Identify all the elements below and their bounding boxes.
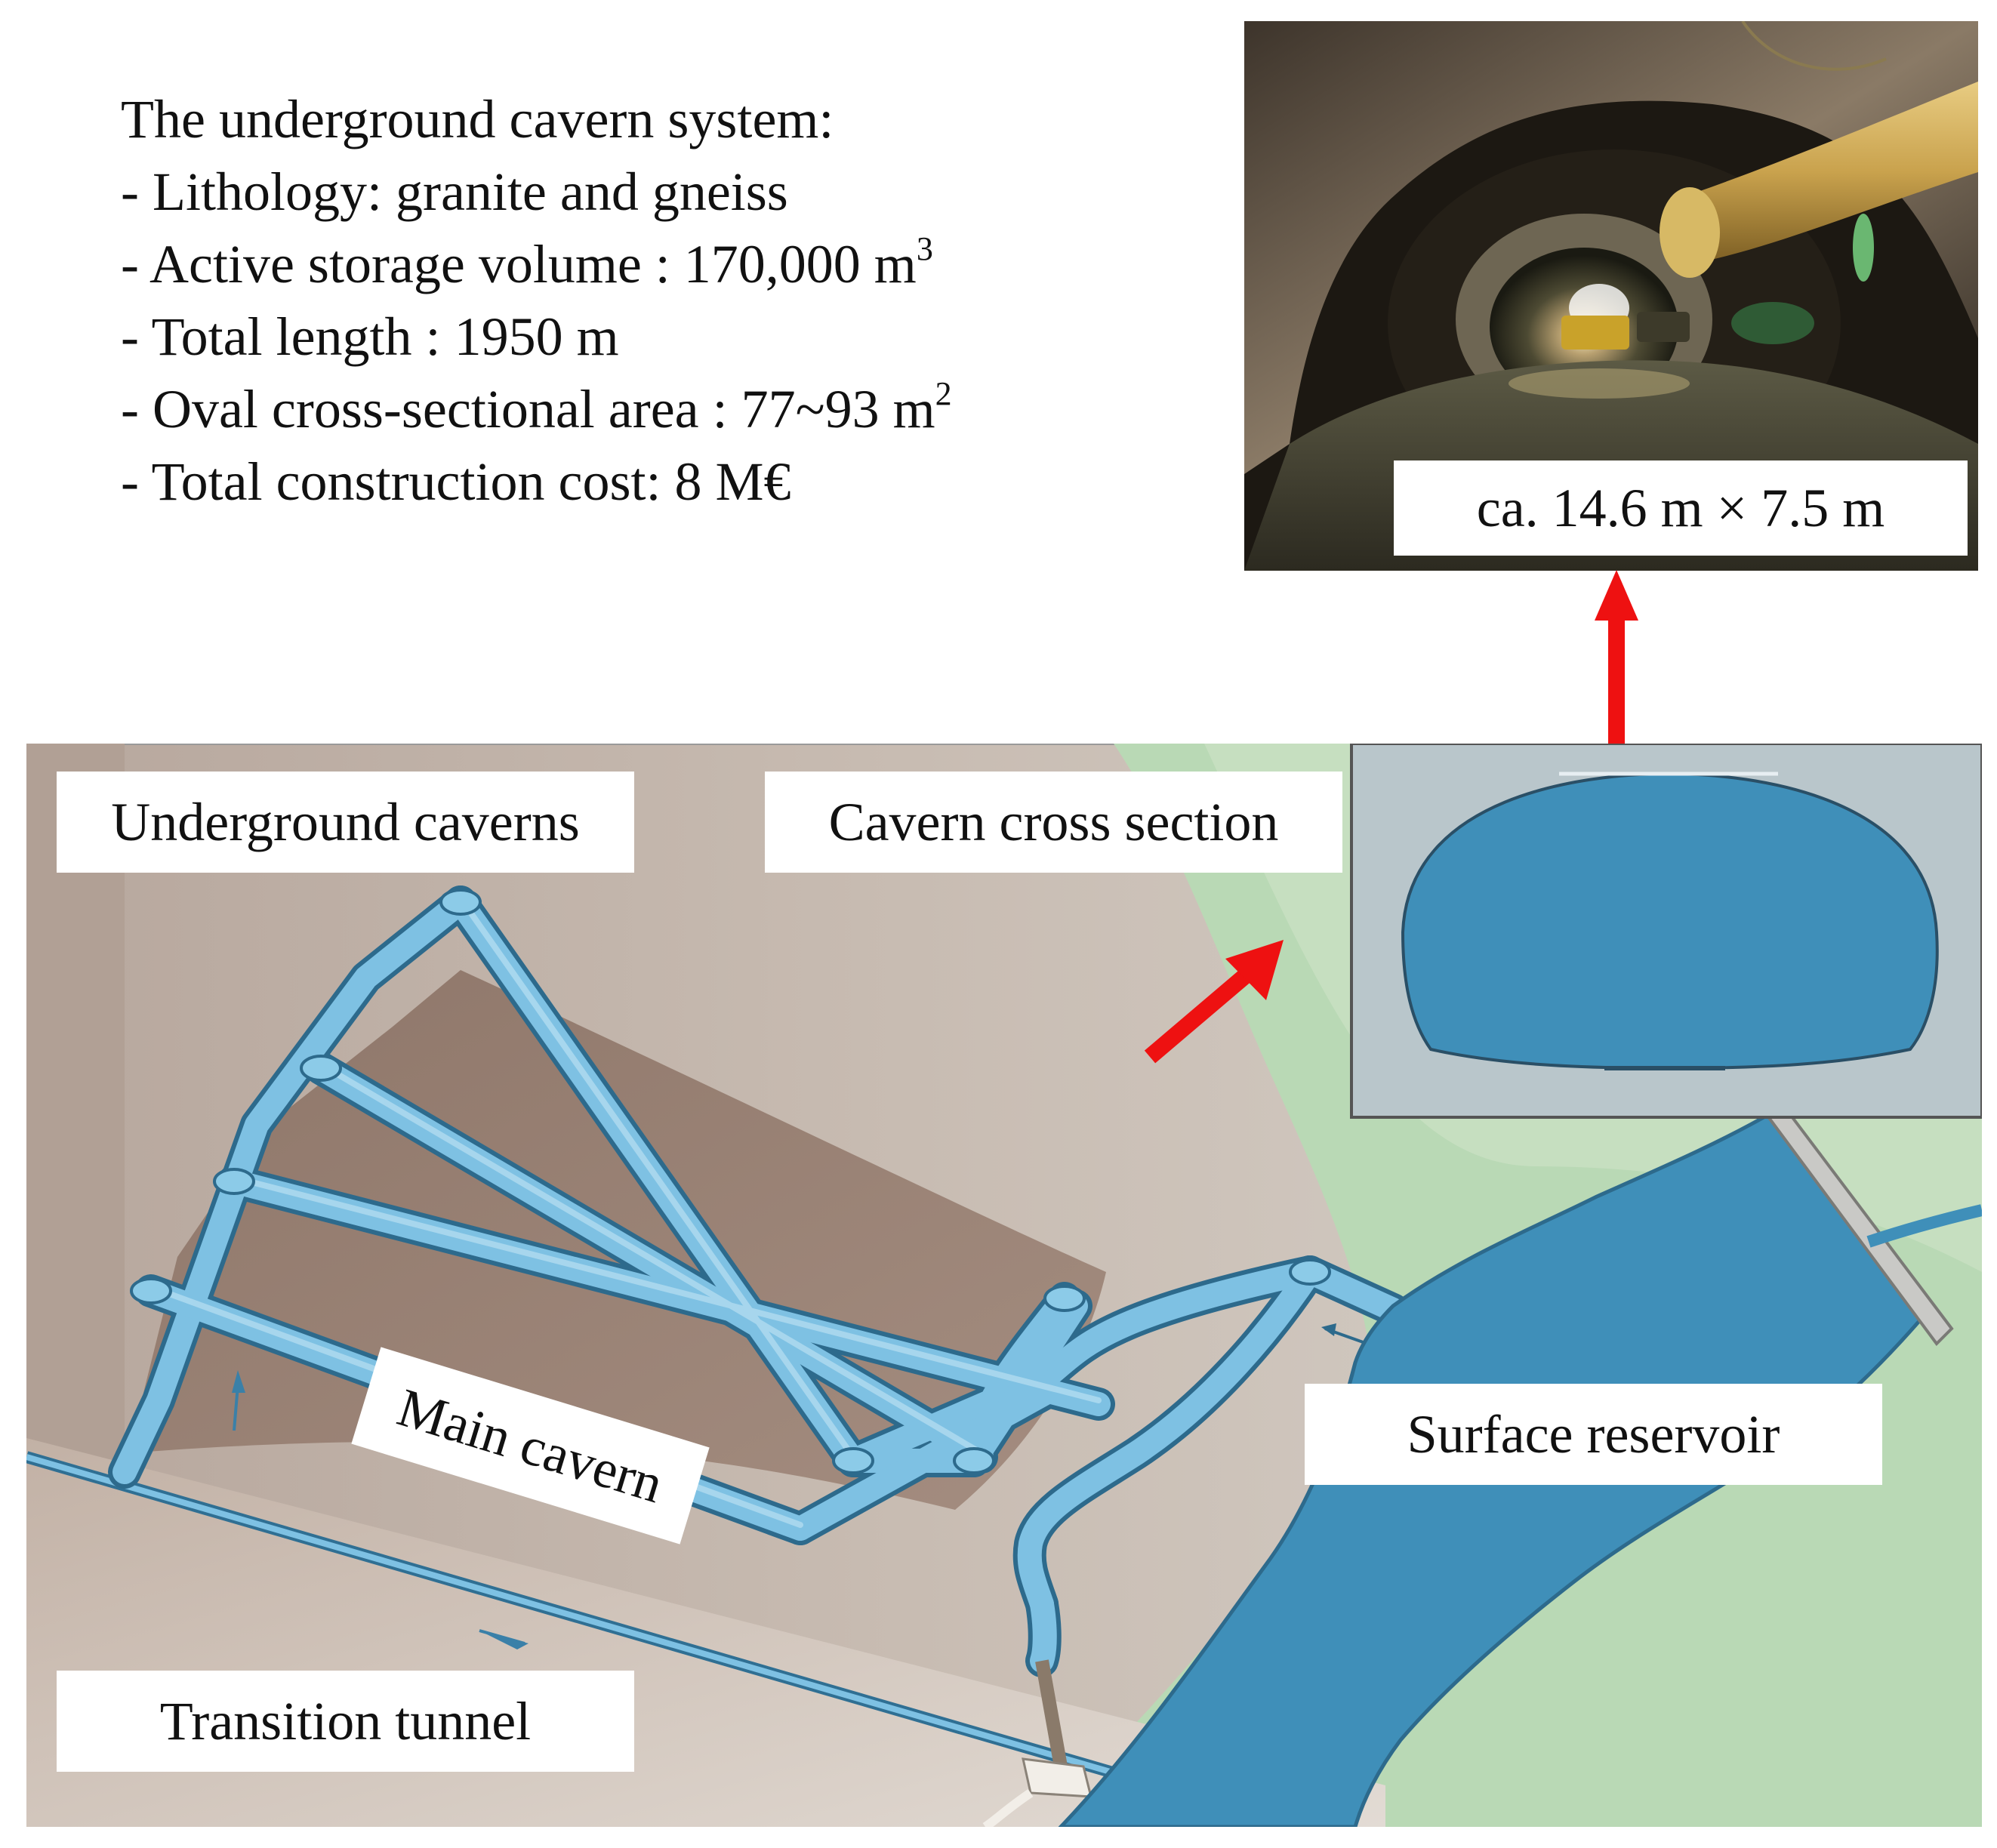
cross-section-shape: [1401, 772, 1939, 1070]
cavern-system-illustration: Underground caverns Cavern cross section…: [24, 742, 1983, 1831]
outlet-pipe: [1035, 1659, 1068, 1768]
label-surface-reservoir: Surface reservoir: [1305, 1384, 1882, 1485]
transition-tunnel-line: [25, 1454, 1145, 1785]
info-length: - Total length : 1950 m: [121, 306, 619, 367]
info-area-text: - Oval cross-sectional area : 77~93 m: [121, 379, 935, 439]
info-cost: - Total construction cost: 8 M€: [121, 451, 791, 512]
info-area-sup: 2: [935, 375, 952, 412]
red-arrow-diagonal: [1144, 940, 1284, 1064]
river: [1866, 1204, 1983, 1248]
info-title: The underground cavern system:: [121, 89, 834, 149]
cavern-info-block: The underground cavern system: - Litholo…: [121, 83, 952, 518]
cavern-system-diagram: [24, 742, 1983, 1831]
info-volume-sup: 3: [916, 230, 933, 267]
rock-pillar-left: [26, 744, 125, 1506]
info-area: - Oval cross-sectional area : 77~93 m2: [121, 373, 952, 445]
label-cavern-cross-section: Cavern cross section: [765, 772, 1342, 873]
info-volume-text: - Active storage volume : 170,000 m: [121, 234, 917, 294]
cavern-photo: ca. 14.6 m × 7.5 m: [1244, 20, 1978, 571]
photo-dimension-label: ca. 14.6 m × 7.5 m: [1394, 460, 1968, 556]
label-underground-caverns: Underground caverns: [57, 772, 634, 873]
info-lithology: - Lithology: granite and gneiss: [121, 162, 788, 222]
info-volume: - Active storage volume : 170,000 m3: [121, 228, 952, 300]
label-transition-tunnel: Transition tunnel: [57, 1671, 634, 1772]
tunnel-junctions: [130, 889, 1331, 1474]
red-arrow-up: [1595, 570, 1638, 747]
